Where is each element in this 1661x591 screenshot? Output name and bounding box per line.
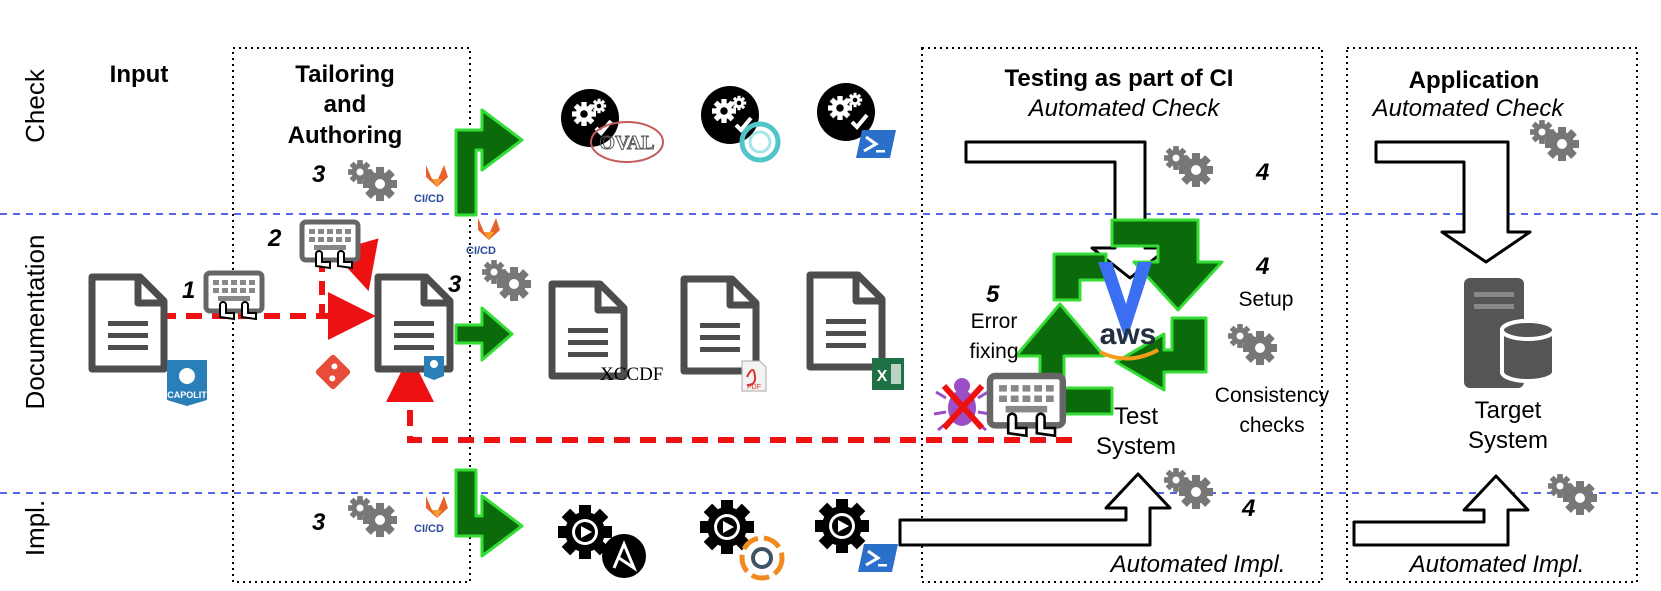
- test-system-label-1: Test: [1114, 403, 1158, 430]
- setup-label: Setup: [1239, 288, 1294, 311]
- svg-text:CI/CD: CI/CD: [466, 245, 496, 257]
- pdf-icon: PDF: [741, 360, 767, 392]
- gears-icon-app-impl: [1548, 474, 1597, 515]
- row-label-documentation: Documentation: [20, 235, 50, 410]
- step-1: 1: [182, 277, 195, 304]
- excel-icon: X: [872, 358, 904, 390]
- step-3-check: 3: [312, 161, 326, 188]
- step-4-impl: 4: [1241, 495, 1255, 522]
- green-cycle: [1014, 218, 1224, 416]
- document-icon-xccdf: [552, 284, 624, 376]
- green-arrow-check: [454, 108, 524, 217]
- gitlab-cicd-icon-doc: [478, 218, 500, 240]
- svg-text:CI/CD: CI/CD: [414, 523, 444, 535]
- svg-text:SCAPOLITE: SCAPOLITE: [161, 390, 213, 400]
- git-icon: [315, 354, 351, 390]
- scapolite-icon: SCAPOLITE: [161, 360, 213, 406]
- gitlab-cicd-icon-check: [426, 165, 448, 187]
- footer-application-impl: Automated Impl.: [1408, 551, 1585, 578]
- bug-icon: [933, 378, 991, 432]
- document-icon-excel: [810, 275, 882, 367]
- gears-icon-testing-impl: [1164, 468, 1213, 509]
- consistency-label-1: Consistency: [1215, 384, 1330, 407]
- green-arrow-doc: [454, 306, 514, 362]
- header-input: Input: [110, 61, 169, 88]
- document-icon-pdf: [684, 279, 756, 371]
- row-label-check: Check: [20, 68, 50, 143]
- keyboard-icon-2: [302, 222, 358, 268]
- target-system-label-1: Target: [1475, 397, 1542, 424]
- error-fixing-label-1: Error: [971, 310, 1018, 333]
- header-testing: Testing as part of CI: [1005, 65, 1234, 92]
- header-tailoring-1: Tailoring: [295, 61, 395, 88]
- xccdf-label: XCCDF: [600, 364, 663, 385]
- header-testing-sub: Automated Check: [1027, 95, 1222, 122]
- green-arrow-impl: [454, 468, 524, 558]
- step-5: 5: [986, 281, 1000, 308]
- white-arrow-impl-out: [898, 472, 1172, 547]
- svg-text:OVAL: OVAL: [599, 132, 654, 154]
- step-2: 2: [267, 225, 282, 252]
- white-arrow-app-check: [1374, 140, 1532, 264]
- step-3-impl: 3: [312, 509, 326, 536]
- consistency-label-2: checks: [1239, 414, 1304, 437]
- step-3-doc: 3: [448, 271, 462, 298]
- gitlab-cicd-icon-impl: [426, 496, 448, 518]
- error-fixing-label-2: fixing: [969, 340, 1018, 363]
- target-system-label-2: System: [1468, 427, 1548, 454]
- cyclic-icon: [739, 121, 781, 163]
- server-icon: [1464, 278, 1556, 388]
- red-path-keyboard: [319, 258, 352, 319]
- aws-icon: aws: [1098, 262, 1159, 361]
- keyboard-icon-fixing: [990, 376, 1063, 436]
- gears-icon-testing-check: [1164, 146, 1213, 187]
- document-icon-tailored: [378, 277, 450, 369]
- ansible-icon: [602, 534, 646, 578]
- powershell-icon-impl: [856, 542, 900, 574]
- header-tailoring-2: and: [324, 91, 367, 118]
- document-icon-input: [92, 277, 164, 369]
- header-application: Application: [1409, 67, 1540, 94]
- step-4-check: 4: [1255, 159, 1269, 186]
- white-arrow-app-impl: [1352, 474, 1530, 547]
- scap-check-icon: [699, 84, 761, 146]
- red-path-error: [386, 354, 1072, 443]
- svg-text:aws: aws: [1100, 318, 1157, 351]
- svg-text:CI/CD: CI/CD: [414, 193, 444, 205]
- footer-testing-impl: Automated Impl.: [1109, 551, 1286, 578]
- testing-box: [921, 47, 1323, 583]
- ps-impl-icon: [815, 499, 869, 553]
- gears-icon-setup: [1228, 324, 1277, 365]
- header-tailoring-3: Authoring: [288, 122, 403, 149]
- gears-icon-check-tailoring: [348, 160, 397, 201]
- test-system-label-2: System: [1096, 433, 1176, 460]
- tailoring-box: [232, 47, 471, 583]
- step-4-setup: 4: [1255, 253, 1269, 280]
- scapolite-icon-small: [424, 356, 444, 380]
- gears-icon-impl-tailoring: [348, 496, 397, 537]
- chef-icon: [739, 535, 785, 581]
- row-label-impl: Impl.: [20, 500, 50, 556]
- oval-icon: OVAL: [590, 121, 664, 163]
- svg-text:PDF: PDF: [747, 384, 761, 391]
- gears-icon-app-check: [1530, 120, 1579, 161]
- keyboard-icon-1: [206, 273, 262, 319]
- header-application-sub: Automated Check: [1371, 95, 1566, 122]
- powershell-icon-check: [854, 128, 898, 160]
- svg-text:X: X: [877, 368, 888, 385]
- application-box: [1346, 47, 1638, 583]
- gears-icon-doc-output: [482, 260, 531, 301]
